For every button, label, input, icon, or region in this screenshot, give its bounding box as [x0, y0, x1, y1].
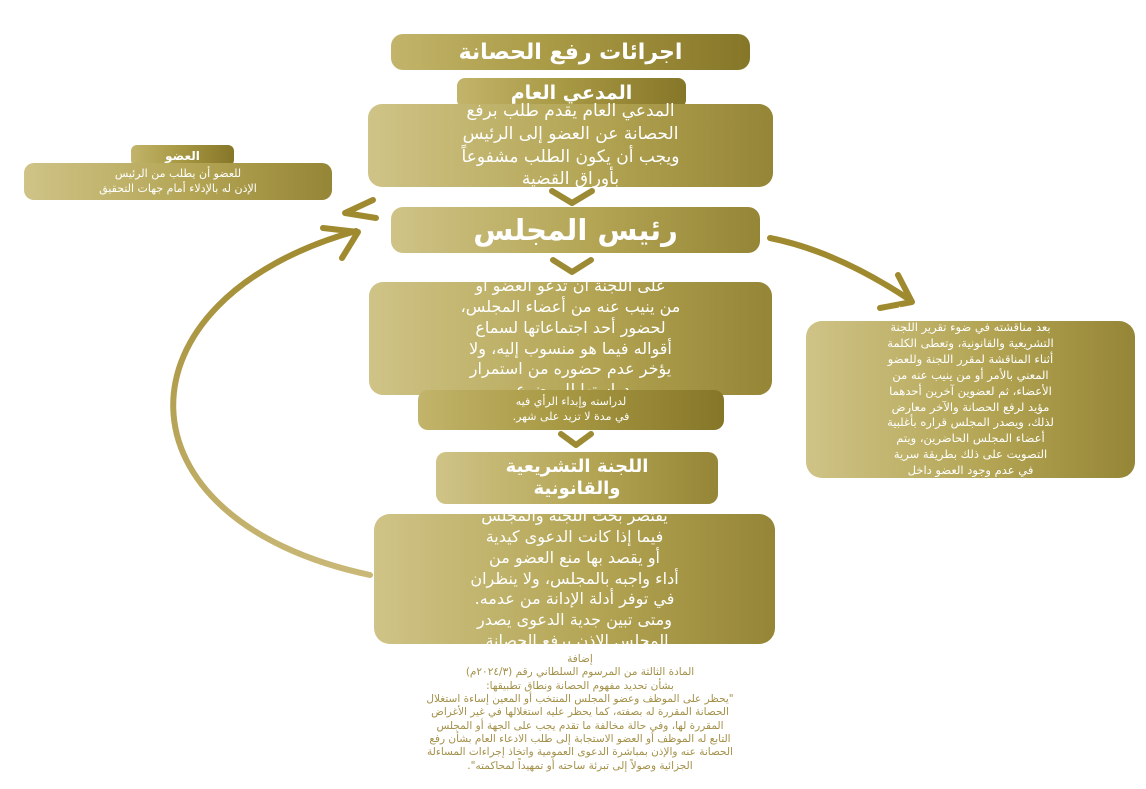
text-line: أقواله فيما هو منسوب إليه، ولا: [469, 338, 672, 358]
prosecutor-label: المدعي العام: [457, 78, 686, 108]
chairman-label: رئيس المجلس: [473, 213, 678, 247]
prosecutor-description: المدعي العام يقدم طلب برفع الحصانة عن ال…: [368, 101, 773, 189]
text-line: والقانونية: [533, 478, 621, 499]
committee-call-box: على اللجنة أن تدعو العضو أو من ينيب عنه …: [369, 276, 772, 399]
text-line: الجزائية وصولاً إلى تبرئة ساحته أو تمهيد…: [467, 759, 693, 772]
text-line: ومتى تبين جدية الدعوى يصدر: [477, 610, 672, 630]
return-arrow-arc: [170, 228, 373, 578]
text-line: المجلس الإذن برفع الحصانة.: [480, 631, 669, 650]
page-title: اجرائات رفع الحصانة: [391, 34, 750, 70]
text-line: أو يقصد بها منع العضو من: [489, 547, 660, 567]
text-line: الحصانة عنه والإذن بمباشرة الدعوى العموم…: [427, 746, 733, 759]
text-line: قاعة المجلس أثناء التصويت.: [902, 478, 1039, 493]
text-line: المقررة لها، وفي حالة مخالفة ما تقدم يجب…: [436, 719, 724, 732]
prosecutor-label-text: المدعي العام: [510, 82, 633, 104]
member-description: للعضو أن يطلب من الرئيس الإذن له بالإدلا…: [24, 163, 332, 200]
text-line: "يحظر على الموظف وعضو المجلس المنتخب أو …: [426, 692, 734, 705]
decision-arrow: [767, 235, 913, 303]
text-line: أداء واجبه بالمجلس، ولا ينظران: [470, 568, 679, 588]
text-line: التشريعية والقانونية، وتعطى الكلمة: [887, 336, 1054, 351]
text-line: مؤيد لرفع الحصانة والآخر معارض: [891, 399, 1050, 414]
text-line: التابع له الموظف أو العضو الاستجابة إلى …: [429, 732, 731, 745]
legal-note: إضافة المادة الثالثة من المرسوم السلطاني…: [300, 653, 860, 772]
member-arrow-icon: [342, 197, 379, 221]
text-line: المعني بالأمر أو من ينيب عنه من: [892, 367, 1049, 382]
text-line: على اللجنة أن تدعو العضو أو: [475, 276, 666, 296]
member-label: العضو: [131, 145, 234, 166]
text-line: أثناء المناقشة لمقرر اللجنة وللعضو: [887, 351, 1054, 366]
arrow-head-icon: [320, 225, 361, 261]
text-line: بعد مناقشته في ضوء تقرير اللجنة: [890, 320, 1051, 335]
text-line: يصدر المجلس قراره برفع الحصانة: [888, 304, 1053, 319]
text-line: اللجنة التشريعية: [505, 455, 649, 477]
committee-scope-box: يقتصر بحث اللجنة والمجلس فيما إذا كانت ا…: [374, 506, 775, 650]
text-line: بشأن تحديد مفهوم الحصانة ونطاق تطبيقها:: [486, 679, 674, 692]
text-line: الحصانة عن العضو إلى الرئيس: [462, 123, 679, 144]
text-line: في مدة لا تزيد على شهر.: [512, 410, 630, 423]
page-title-text: اجرائات رفع الحصانة: [458, 39, 683, 65]
chevron-down-icon: [549, 188, 595, 206]
text-line: فيما إذا كانت الدعوى كيدية: [485, 527, 664, 547]
text-line: من ينيب عنه من أعضاء المجلس،: [460, 296, 681, 316]
text-line: المدعي العام يقدم طلب برفع: [466, 100, 675, 121]
text-line: يقتصر بحث اللجنة والمجلس: [481, 506, 668, 526]
committee-name-box: اللجنة التشريعية والقانونية: [436, 452, 718, 504]
text-line: يؤخر عدم حضوره من استمرار: [469, 359, 672, 379]
text-line: ويجب أن يكون الطلب مشفوعاً: [461, 146, 680, 167]
text-line: لدراسته وإبداء الرأي فيه: [515, 395, 627, 409]
council-decision-box: يصدر المجلس قراره برفع الحصانة بعد مناقش…: [806, 304, 1135, 493]
text-line: بأوراق القضية: [521, 169, 620, 190]
arrow-head-icon: [877, 272, 915, 311]
text-line: التصويت على ذلك بطريقة سرية: [893, 447, 1048, 462]
text-line: لحضور أحد اجتماعاتها لسماع: [475, 317, 666, 337]
text-line: لذلك، ويصدر المجلس قراره بأغلبية: [887, 415, 1054, 430]
text-line: الإذن له بالإدلاء أمام جهات التحقيق: [99, 181, 257, 195]
chevron-down-icon: [550, 257, 594, 275]
member-label-text: العضو: [165, 148, 200, 163]
text-line: الحصانة المقررة له بصفته، كما يحظر عليه …: [431, 706, 729, 719]
text-line: الأعضاء، ثم لعضوين آخرين أحدهما: [889, 383, 1052, 398]
text-line: أعضاء المجلس الحاضرين، ويتم: [896, 431, 1045, 446]
note-heading: إضافة: [567, 653, 593, 665]
committee-time-box: لدراسته وإبداء الرأي فيه في مدة لا تزيد …: [418, 390, 724, 430]
text-line: في عدم وجود العضو داخل: [907, 462, 1034, 477]
text-line: للعضو أن يطلب من الرئيس: [114, 167, 242, 181]
chevron-down-icon: [558, 431, 594, 448]
text-line: المادة الثالثة من المرسوم السلطاني رقم (…: [465, 666, 695, 679]
chairman-box: رئيس المجلس: [391, 207, 760, 253]
text-line: في توفر أدلة الإدانة من عدمه.: [474, 589, 675, 609]
